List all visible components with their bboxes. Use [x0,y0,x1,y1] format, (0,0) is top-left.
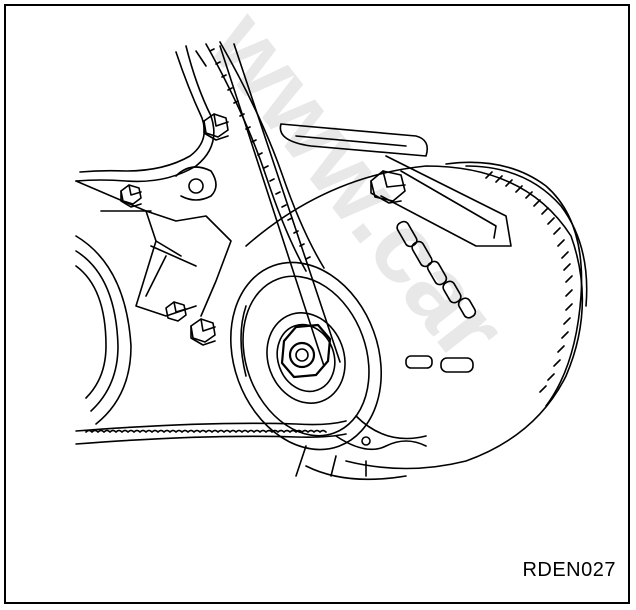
alternator-belt-illustration: www.car [75,6,588,481]
mounting-bracket-icon [75,113,232,346]
figure-code-label: RDEN027 [522,559,616,581]
crank-pulley-icon [75,235,132,425]
line-drawing [75,41,588,481]
adjuster-bracket-icon [279,123,512,247]
pulley-icon [266,312,346,404]
alternator-icon [229,161,588,481]
figure-frame: www.car [4,4,630,604]
upper-pulley-icon [75,45,215,183]
